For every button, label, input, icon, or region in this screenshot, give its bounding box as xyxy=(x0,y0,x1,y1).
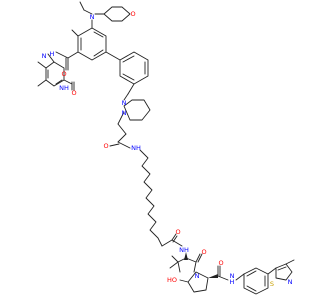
pyrrolidine-ring xyxy=(187,271,209,293)
thiazole-ring xyxy=(275,263,293,281)
benzyl-ring xyxy=(243,267,269,295)
carboxamide-oxygen-label: O xyxy=(218,259,223,267)
amide-nh-label: H xyxy=(50,50,55,58)
structure-canvas: N O O H N O NH N N O NH O NH O N HO O H … xyxy=(37,1,295,295)
molecule-drawing: N O O H N O NH N N O NH O NH O N HO O H … xyxy=(37,1,295,295)
pyridone-oxygen-label: O xyxy=(71,89,76,97)
piperazine-linker xyxy=(109,93,151,149)
thiazole-nitrogen-label: N xyxy=(288,278,293,286)
atom-labels: N O O H N O NH N N O NH O NH O N HO O H … xyxy=(42,10,293,288)
vhl-ligand-fragment xyxy=(169,252,295,295)
hydroxyl-label: HO xyxy=(167,276,177,284)
phenyl-ring xyxy=(119,51,149,85)
chain-amide-oxygen-label: O xyxy=(175,228,180,236)
thiazole-sulfur-label: S xyxy=(270,280,274,288)
oxane-oxygen-label: O xyxy=(130,10,135,18)
top-benzamide-fragment xyxy=(37,1,149,95)
oxane-ring xyxy=(103,6,131,22)
undecyl-chain xyxy=(139,149,183,247)
central-benzene-ring xyxy=(77,27,107,61)
piperazine-n1-label: N xyxy=(122,99,127,107)
propanamide-nh-label: NH xyxy=(131,144,141,152)
amide-oxygen-label: O xyxy=(61,70,66,78)
piperazine-ring xyxy=(123,99,151,121)
piperazine-n2-label: N xyxy=(122,109,127,117)
carboxamide-nh-label: H xyxy=(230,278,235,286)
pyridone-nh-label: NH xyxy=(59,84,69,92)
proline-carbonyl-oxygen-label: O xyxy=(201,248,206,256)
chain-amide-nh-label: NH xyxy=(179,246,189,254)
amine-nitrogen-label: N xyxy=(90,13,95,21)
propanamide-oxygen-label: O xyxy=(103,142,108,150)
amide-n-label: N xyxy=(42,52,47,60)
pyrrolidine-nitrogen-label: N xyxy=(195,272,200,280)
carboxamide-n-label: N xyxy=(230,272,235,280)
